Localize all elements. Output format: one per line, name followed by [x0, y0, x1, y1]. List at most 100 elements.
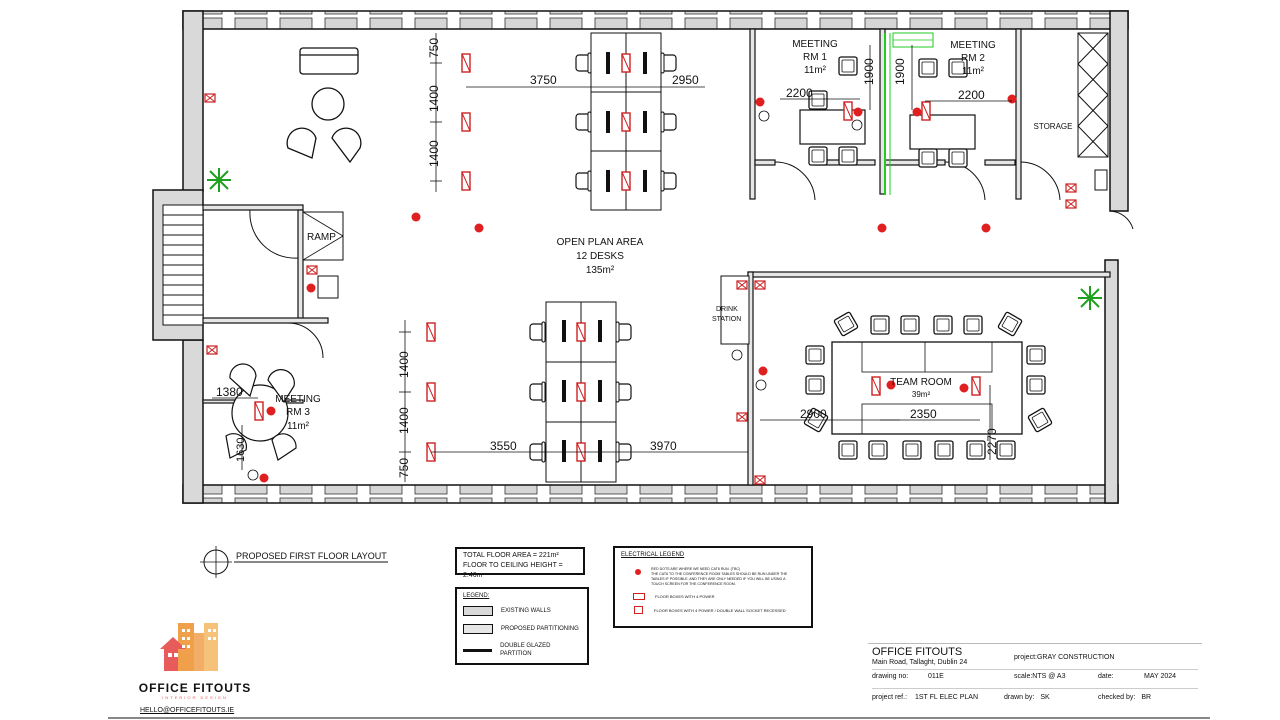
legend-red-dot-row: RED DOTS ARE WHERE WE NEED CAT6 RUN. (TB…	[621, 567, 805, 587]
legend-proposed-label: PROPOSED PARTITIONING	[501, 626, 579, 632]
tb-date-label: date:	[1098, 673, 1114, 680]
red-dot-swatch	[635, 569, 641, 575]
floor-box-swatch	[633, 593, 645, 600]
dim-1400-d: 1400	[397, 407, 411, 434]
meeting-room-2-furniture	[909, 58, 976, 168]
proposed-wall-swatch	[463, 624, 493, 634]
tb-address: Main Road, Tallaght, Dublin 24	[872, 659, 968, 666]
tb-drawn-by: drawn by: SK	[1004, 694, 1050, 701]
legend-glazed-label: DOUBLE GLAZED PARTITION	[500, 643, 551, 657]
meeting-rm1-area: 11m²	[804, 65, 827, 76]
external-walls	[152, 10, 1129, 504]
open-plan-desks: 12 DESKS	[576, 251, 624, 262]
red-dots-line-1: RED DOTS ARE WHERE WE NEED CAT6 RUN. (TB…	[651, 567, 741, 571]
tb-project-label: project:	[1014, 654, 1037, 661]
dim-1380: 1380	[216, 385, 243, 399]
total-floor-area: TOTAL FLOOR AREA = 221m²	[463, 552, 559, 559]
storage-label: STORAGE	[1034, 122, 1073, 131]
title-block: OFFICE FITOUTS Main Road, Tallaght, Dubl…	[868, 643, 1202, 708]
desk-cluster-top	[575, 32, 677, 211]
reception-furniture	[286, 47, 362, 164]
meeting-rm2-number: RM 2	[961, 53, 985, 64]
legend-item-glazed: DOUBLE GLAZED PARTITION	[463, 642, 581, 658]
dim-1400-a: 1400	[427, 85, 441, 112]
legend-floorbox-row: FLOOR BOXES WITH 4 POWER	[621, 593, 805, 600]
meeting-rm1-number: RM 1	[803, 52, 827, 63]
legend-box: LEGEND: EXISTING WALLS PROPOSED PARTITIO…	[455, 587, 589, 665]
dim-1630: 1630	[235, 438, 247, 462]
dim-3970: 3970	[650, 439, 677, 453]
tb-checked-by-value: BR	[1141, 694, 1152, 701]
tb-drawn-by-value: SK	[1040, 694, 1050, 701]
dim-2200-b: 2200	[958, 88, 985, 102]
dim-750-top: 750	[427, 38, 441, 58]
desk-cluster-bottom	[529, 301, 632, 483]
open-plan-label: OPEN PLAN AREA	[557, 237, 644, 248]
ceiling-height: FLOOR TO CEILING HEIGHT = 2.46m	[463, 562, 563, 579]
ramp-label: RAMP	[307, 232, 336, 243]
legend-item-proposed: PROPOSED PARTITIONING	[463, 624, 581, 634]
floor-boxes-sockets-label: FLOOR BOXES WITH 4 POWER / DOUBLE WALL S…	[654, 607, 786, 613]
tb-drawing-no-label: drawing no:	[872, 673, 909, 680]
team-room-area: 39m²	[912, 390, 931, 399]
meeting-rm3-name: MEETING	[275, 394, 321, 405]
area-summary-box: TOTAL FLOOR AREA = 221m² FLOOR TO CEILIN…	[455, 547, 585, 579]
logo-email[interactable]: HELLO@OFFICEFITOUTS.IE	[140, 707, 235, 714]
meeting-rm2-name: MEETING	[950, 40, 996, 51]
plan-title-text: PROPOSED FIRST FLOOR LAYOUT	[236, 551, 387, 561]
red-dots-line-2: THE CAT6 TO THE CONFERENCE ROOM TABLES S…	[651, 572, 788, 576]
tb-drawing-no: 011E	[928, 673, 944, 680]
tb-project: project:GRAY CONSTRUCTION	[1014, 654, 1115, 661]
ramp: RAMP	[302, 211, 344, 261]
plan-title: PROPOSED FIRST FLOOR LAYOUT	[200, 546, 388, 578]
dim-1400-b: 1400	[427, 140, 441, 167]
legend-item-existing: EXISTING WALLS	[463, 606, 581, 616]
dim-1900-a: 1900	[862, 58, 876, 85]
tb-scale: scale:NTS @ A3	[1014, 673, 1065, 680]
dim-2200-a: 2200	[786, 86, 813, 100]
floor-boxes-label: FLOOR BOXES WITH 4 POWER	[655, 594, 715, 599]
logo-tagline: INTERIOR DESIGN	[162, 695, 228, 700]
dimension-labels: 750 1400 1400 3750 2950 2200 1900 1900 2…	[216, 38, 999, 478]
internal-partitions	[202, 28, 1111, 486]
dimension-lines	[212, 33, 1012, 482]
logo-name: OFFICE FITOUTS	[138, 681, 252, 695]
company-logo: OFFICE FITOUTS INTERIOR DESIGN HELLO@OFF…	[120, 615, 270, 715]
glazed-swatch	[463, 648, 493, 652]
dim-3550: 3550	[490, 439, 517, 453]
dim-1900-b: 1900	[893, 58, 907, 85]
tb-date: MAY 2024	[1144, 673, 1177, 680]
open-plan-area: 135m²	[586, 265, 615, 276]
storage-shelving	[1077, 32, 1109, 191]
dim-2270: 2270	[985, 428, 999, 455]
tb-project-value: GRAY CONSTRUCTION	[1036, 654, 1115, 661]
dim-2350: 2350	[910, 407, 937, 421]
tb-company: OFFICE FITOUTS	[872, 646, 963, 658]
dim-1400-c: 1400	[397, 351, 411, 378]
socket-swatch	[634, 606, 643, 614]
legend-title: LEGEND:	[463, 593, 490, 599]
logo-buildings-icon	[160, 623, 218, 671]
tb-project-ref-value: 1ST FL ELEC PLAN	[914, 694, 978, 701]
meeting-rm1-name: MEETING	[792, 39, 838, 50]
meeting-rm2-area: 11m²	[962, 66, 985, 77]
tb-project-ref: project ref.: 1ST FL ELEC PLAN	[872, 694, 978, 701]
drink-station-label-2: STATION	[712, 316, 741, 323]
glazed-partition	[884, 32, 934, 195]
dim-750-bot: 750	[397, 458, 411, 478]
team-room-name: TEAM ROOM	[890, 377, 952, 388]
existing-wall-swatch	[463, 606, 493, 616]
drink-station-label-1: DRINK	[716, 306, 738, 313]
red-dots-line-4: TOUCH SCREEN FOR THE CONFERENCE ROOM.	[651, 582, 736, 586]
electrical-legend-title: ELECTRICAL LEGEND	[621, 552, 685, 558]
tb-project-ref-label: project ref.:	[872, 694, 908, 701]
dim-2900: 2900	[800, 407, 827, 421]
tb-scale-value: NTS @ A3	[1032, 673, 1066, 680]
cat6-points	[259, 94, 1017, 483]
legend-socket-row: FLOOR BOXES WITH 4 POWER / DOUBLE WALL S…	[621, 606, 805, 614]
plant-icon	[207, 168, 1102, 310]
floor-boxes	[204, 53, 1077, 485]
meeting-rm3-area: 11m²	[287, 421, 310, 432]
dim-2950: 2950	[672, 73, 699, 87]
